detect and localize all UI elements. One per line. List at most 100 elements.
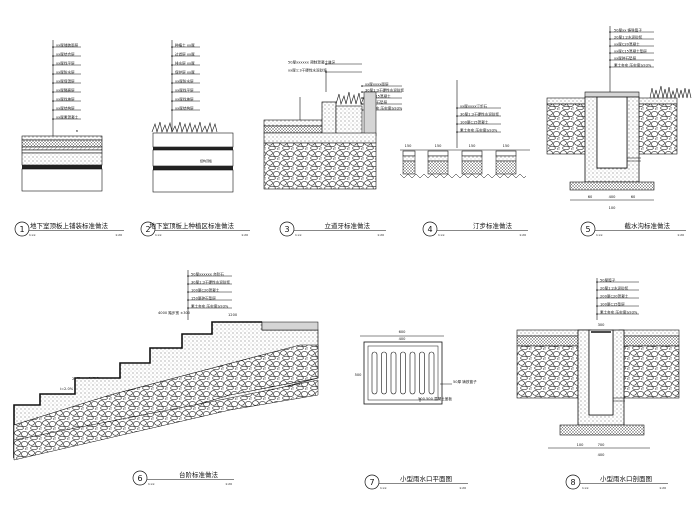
callout-note: 50厚xxxxxx 预制混凝土道牙 bbox=[288, 59, 336, 64]
grate-slot bbox=[409, 351, 416, 395]
dimension-label: 150 bbox=[469, 144, 477, 148]
scale-label: 1:20 bbox=[677, 233, 684, 237]
scale-label: 1:20 bbox=[241, 233, 248, 237]
scale-label: 1:xx bbox=[582, 486, 589, 490]
scale-label: 1:xx bbox=[295, 233, 302, 237]
detail-number-circle bbox=[364, 474, 380, 490]
detail-number-circle bbox=[580, 221, 596, 237]
callout-note: 50厚xxxxxx 台阶石 bbox=[191, 271, 224, 276]
callout-note: 50厚xx 铸铁篦子 bbox=[614, 27, 642, 32]
stair-label: i=2.0% bbox=[60, 387, 74, 391]
callout-note: 100厚C15混凝土 bbox=[460, 119, 489, 124]
scale-label: 1:xx bbox=[596, 233, 603, 237]
callout-note: 种植土 xx厚 bbox=[175, 42, 195, 47]
dimension-label: 700 bbox=[598, 443, 606, 447]
detail-1-section: xx厚铺装面层 xx厚结合层 xx厚找平层 xx厚防水层 xx厚保温层 xx厚隔离层 xx厚… bbox=[21, 40, 103, 192]
callout-note: 200厚C20混凝土 bbox=[600, 293, 629, 298]
label-structure-slab: 结构顶板 bbox=[200, 158, 212, 163]
detail-number-circle bbox=[140, 221, 156, 237]
detail-title: 汀步标准做法 bbox=[473, 221, 513, 230]
callout-note: 100厚C15垫层 bbox=[600, 301, 625, 306]
callout-note: xx厚防水层 bbox=[56, 69, 75, 74]
callout-note: xx厚找坡层 bbox=[56, 96, 75, 101]
detail-title: 截水沟标准做法 bbox=[625, 221, 671, 230]
callout-note: xx厚找平层 bbox=[175, 87, 194, 92]
grate-slot bbox=[390, 351, 397, 395]
scale-label: 1:xx bbox=[29, 233, 36, 237]
grate-slot bbox=[428, 351, 435, 395]
detail-number: 2 bbox=[145, 225, 150, 234]
scale-label: 1:xx bbox=[148, 482, 155, 486]
callout-note: 20厚1:2水泥砂浆 bbox=[600, 285, 629, 290]
dimension-label: 400 bbox=[609, 195, 617, 199]
callout-note: xx厚铺装面层 bbox=[56, 42, 79, 47]
stair-label: 1200 bbox=[228, 313, 238, 317]
callout-note: xx厚素混凝土 bbox=[56, 114, 79, 119]
detail-number-circle bbox=[279, 221, 295, 237]
dimension-label: 60 bbox=[588, 195, 593, 199]
detail-number-circle bbox=[565, 474, 581, 490]
scale-label: 1:xx bbox=[438, 233, 445, 237]
callout-note: xx厚结合层 bbox=[56, 51, 75, 56]
detail-title: 小型雨水口剖面图 bbox=[600, 474, 652, 483]
callout-note: xx厚保温层 bbox=[56, 78, 75, 83]
detail-number: 1 bbox=[19, 225, 24, 234]
callout-note: xx厚结构层 bbox=[56, 105, 75, 110]
dimension-label: 100 bbox=[609, 206, 617, 210]
callout-note: 100厚C20混凝土 bbox=[191, 287, 220, 292]
callout-note: 50厚 铸铁篦子 bbox=[453, 379, 477, 384]
grate-slot bbox=[381, 351, 387, 395]
scale-label: 1:20 bbox=[519, 233, 526, 237]
dimension-label: 150 bbox=[405, 144, 413, 148]
callout-note: xx厚xxxx汀步石 bbox=[460, 103, 488, 108]
detail-number: 6 bbox=[137, 474, 142, 483]
dimension-label: 600 bbox=[399, 330, 407, 334]
callout-note: xx厚隔离层 bbox=[56, 87, 75, 92]
callout-note: xx厚找平层 bbox=[56, 60, 75, 65]
dimension-label: 500 bbox=[355, 373, 363, 377]
dimension-label: 100 bbox=[577, 443, 585, 447]
detail-title: 台阶标准做法 bbox=[179, 470, 219, 479]
callout-note: xx厚1:3干硬性水泥砂浆 bbox=[288, 67, 327, 72]
callout-note: 排水层 xx厚 bbox=[175, 60, 195, 65]
grate-slot bbox=[371, 351, 378, 395]
callout-note: 保护层 xx厚 bbox=[175, 69, 195, 74]
scale-label: 1:20 bbox=[377, 233, 384, 237]
callout-note: 过滤层 xx厚 bbox=[175, 51, 195, 56]
scale-label: 1:20 bbox=[659, 486, 666, 490]
detail-6-section: 50厚xxxxxx 台阶石30厚1:3干硬性水泥砂浆100厚C20混凝土150厚… bbox=[13, 270, 319, 461]
detail-5-section: 50厚xx 铸铁篦子 20厚1:2水泥砂浆 xx厚C20混凝土 xx厚C15混凝土垫层… bbox=[546, 26, 692, 210]
callout-note: 150厚碎石垫层 bbox=[191, 295, 216, 300]
scale-label: 1:xx bbox=[155, 233, 162, 237]
detail-title: 立道牙标准做法 bbox=[325, 221, 371, 230]
callout-note: 30厚1:3干硬性水泥砂浆 bbox=[460, 111, 500, 116]
callout-note: xx厚结构层 bbox=[175, 105, 194, 110]
detail-number: 8 bbox=[570, 478, 575, 487]
detail-number: 7 bbox=[369, 478, 374, 487]
scale-label: 1:20 bbox=[459, 486, 466, 490]
callout-note: xx厚C15混凝土垫层 bbox=[614, 48, 647, 53]
stair-label: 4000 踏步宽 ±300 bbox=[158, 310, 191, 315]
callout-note: 20厚1:2水泥砂浆 bbox=[614, 34, 643, 39]
callout-note: xx厚xxxx面层 bbox=[365, 81, 389, 86]
callout-note: xx厚碎石垫层 bbox=[365, 99, 388, 104]
scale-label: 1:xx bbox=[380, 486, 387, 490]
callout-note: xx厚碎石垫层 bbox=[614, 55, 637, 60]
label-b: B bbox=[76, 129, 78, 133]
dimension-label: 400 bbox=[598, 453, 606, 457]
callout-note: xx厚C20混凝土 bbox=[614, 41, 640, 46]
grate-slot bbox=[400, 351, 406, 395]
callout-note: 素土夯实 压实度≥93% bbox=[614, 62, 652, 67]
callout-note: xx厚防水层 bbox=[175, 78, 194, 83]
grate-slot bbox=[419, 351, 425, 395]
detail-number-circle bbox=[14, 221, 30, 237]
